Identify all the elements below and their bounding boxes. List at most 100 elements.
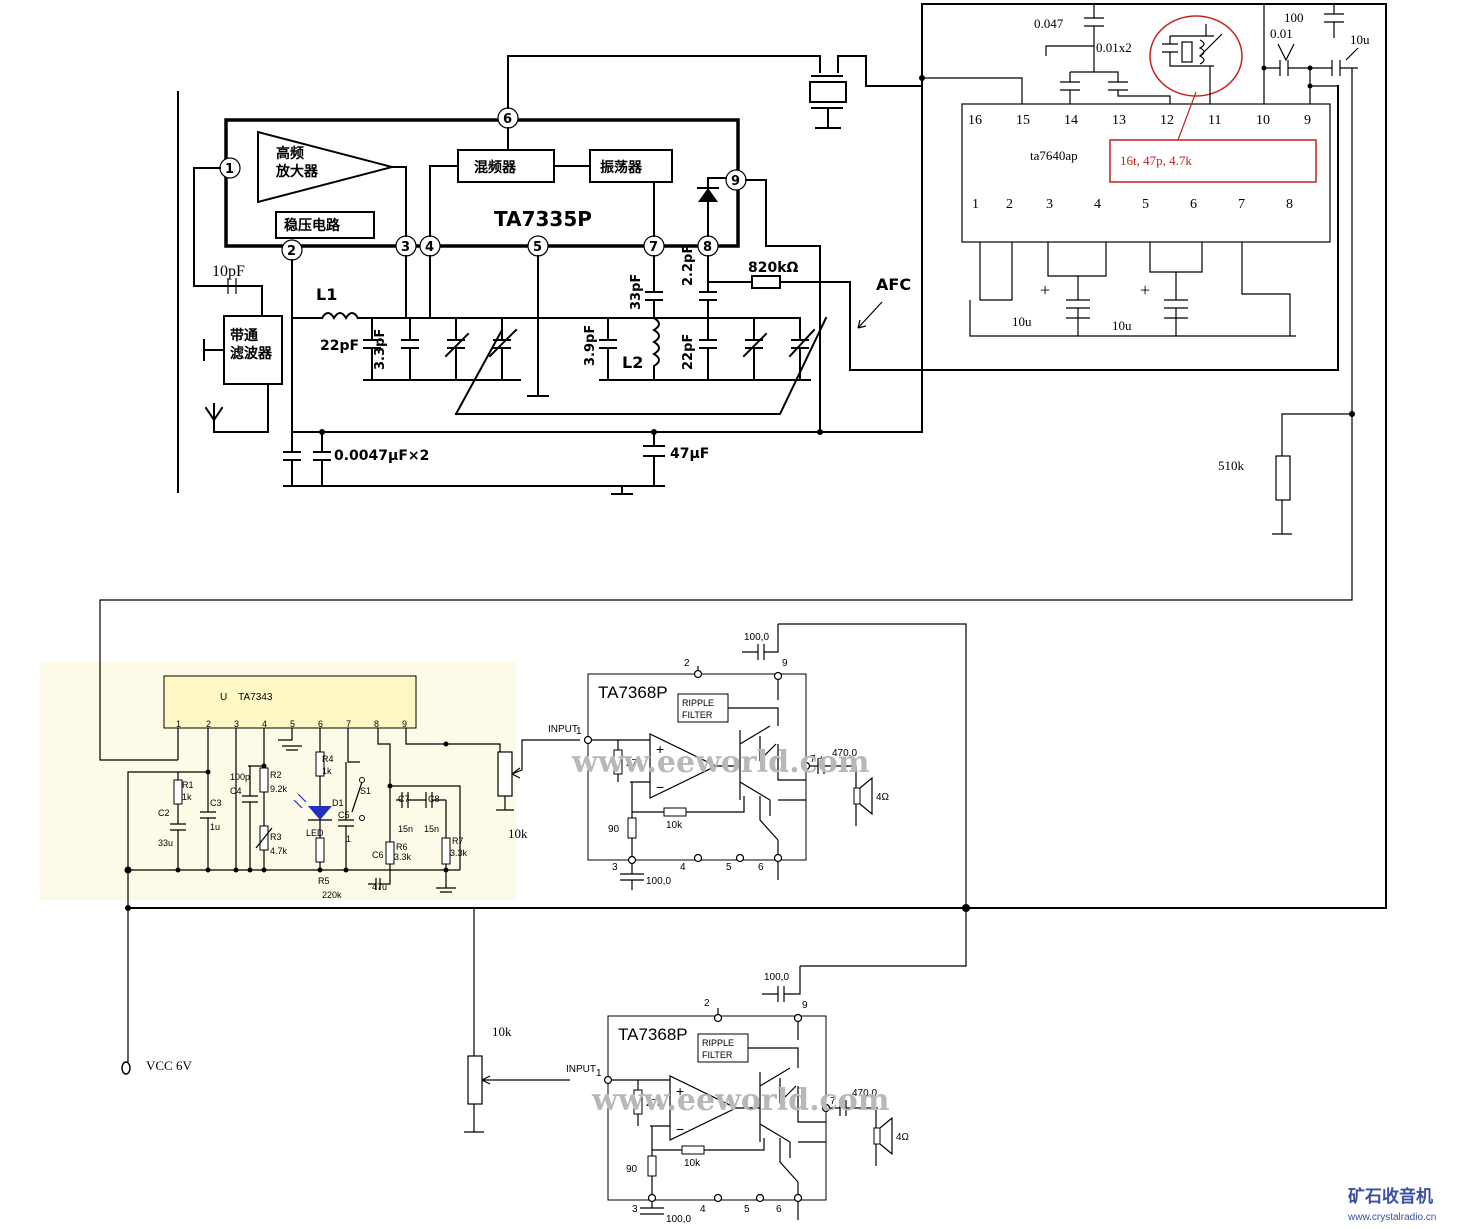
c-001-label: 0.01	[1270, 26, 1293, 41]
amp-1-speaker-icon	[855, 766, 873, 826]
amp-2-pin-6: 6	[776, 1204, 782, 1215]
stereo-pin-7: 7	[346, 719, 351, 729]
amp-2-spk: 4Ω	[896, 1132, 910, 1143]
stereo-pin-3: 3	[234, 719, 239, 729]
led-label: LED	[306, 828, 324, 838]
if-pin-2: 2	[1006, 197, 1013, 212]
c4-label: C4	[230, 786, 242, 796]
stereo-pin-8: 8	[374, 719, 379, 729]
amp-1-ripple-l1: RIPPLE	[682, 698, 714, 708]
amp-1-input: INPUT	[548, 724, 578, 735]
ceramic-filter-icon	[809, 81, 847, 103]
c-in-label: 10pF	[212, 263, 245, 280]
c-47u-label: 47μF	[670, 446, 709, 462]
vcc-terminal: VCC 6V	[121, 905, 192, 1075]
ta7335p-title: TA7335P	[494, 207, 592, 231]
stereo-pin-4: 4	[262, 719, 267, 729]
amp-2-p7-plus: 7 +	[830, 1096, 844, 1107]
site-logo: 矿石收音机 www.crystalradio.cn	[1347, 1186, 1436, 1223]
amp-1-r10k: 10k	[666, 820, 683, 831]
amp-1-c-top: 100,0	[744, 632, 769, 643]
r1-val: 1k	[182, 792, 192, 802]
vcc-label: VCC 6V	[146, 1058, 192, 1073]
tuner-pin-3: 3	[401, 240, 410, 255]
amp-1-r90: 90	[608, 824, 620, 835]
tuner-pin-5: 5	[533, 240, 542, 255]
if-pin-3: 3	[1046, 197, 1053, 212]
c-10u-a-label: 10u	[1012, 314, 1032, 329]
c-047-label: 0.047	[1034, 16, 1064, 31]
tuner-section: 高频放大器 稳压电路 混频器 振荡器 TA7335P 1 2 3 4 5 6 7…	[127, 3, 1387, 909]
ta7343-title: U TA7343	[220, 692, 273, 703]
c3-label: C3	[210, 798, 222, 808]
if-pin-7: 7	[1238, 197, 1245, 212]
r5-label: R5	[318, 876, 330, 886]
amp-2-minus: −	[676, 1121, 684, 1137]
c8-label: C8	[428, 794, 440, 804]
volume-pot-2: 10k	[464, 908, 570, 1133]
c-22pf-label: 22pF	[320, 338, 359, 354]
amp-1-title: TA7368P	[598, 683, 668, 702]
ta7343-body	[163, 675, 417, 729]
l2-label: L2	[622, 353, 643, 372]
decoupling-label: 0.0047μF×2	[334, 448, 429, 464]
if-pin-5: 5	[1142, 197, 1149, 212]
c-100-label: 100	[1284, 10, 1304, 25]
r3-val: 4.7k	[270, 846, 288, 856]
amp-2-r27k: 27k	[646, 1098, 663, 1109]
c-33pf-label: 33pF	[629, 274, 644, 310]
r2-val: 9.2k	[270, 784, 288, 794]
c2-val: 33u	[158, 838, 173, 848]
amp-2-pin-9: 9	[802, 1000, 808, 1011]
stereo-pin-9: 9	[402, 719, 407, 729]
tuner-pin-4: 4	[425, 240, 434, 255]
amp-2: TA7368P RIPPLE FILTER + − 27k 90 10k 7 +…	[566, 966, 910, 1225]
rf-amp-triangle	[257, 130, 396, 204]
amp-1-pin-2: 2	[684, 658, 690, 669]
r4-label: R4	[322, 754, 334, 764]
c-10u-b-label: 10u	[1112, 318, 1132, 333]
ta7640ap-title: ta7640ap	[1030, 148, 1078, 163]
amp-1-p7-plus: 7 +	[810, 754, 824, 765]
stereo-pin-1: 1	[176, 719, 181, 729]
l2-coil-icon	[652, 316, 660, 381]
r7-val: 3.3k	[450, 848, 468, 858]
ta7335p-body	[224, 118, 740, 248]
afc-arrow-icon	[857, 301, 883, 329]
tuner-pin-8: 8	[703, 240, 712, 255]
amp-1-pin-9: 9	[782, 658, 788, 669]
stereo-pins: 1 2 3 4 5 6 7 8 9	[176, 719, 407, 729]
if-top-pins: 16 15 14 13 12 11 10 9	[968, 113, 1311, 128]
if-pin-4: 4	[1094, 197, 1101, 212]
r4-val: 1k	[322, 766, 332, 776]
amp-2-r90: 90	[626, 1164, 638, 1175]
mixer-label: 混频器	[474, 159, 517, 176]
amp-2-speaker-icon	[875, 1108, 893, 1166]
l1-label: L1	[316, 285, 337, 304]
tuner-pin-9: 9	[731, 174, 740, 189]
r6-val: 3.3k	[394, 852, 412, 862]
regulator-block	[275, 211, 375, 239]
varicap-diode-icon	[698, 188, 718, 202]
c3-val: 1u	[210, 822, 220, 832]
pot-1-label: 10k	[508, 826, 528, 841]
amp-1: TA7368P RIPPLE FILTER + − 27k 90 10k 7 +…	[548, 624, 890, 890]
rf-amp-label: 高频放大器	[275, 145, 319, 180]
amp-1-pin-6: 6	[758, 862, 764, 873]
amp-1-pin-3: 3	[612, 862, 618, 873]
if-pin-6: 6	[1190, 197, 1197, 212]
c-10u-top-label: 10u	[1350, 32, 1370, 47]
stereo-pin-6: 6	[318, 719, 323, 729]
s1-label: S1	[360, 786, 371, 796]
amp-2-c-top: 100,0	[764, 972, 789, 983]
bandpass-label: 带通滤波器	[230, 328, 273, 362]
if-pin-1: 1	[972, 197, 979, 212]
c2-label: C2	[158, 808, 170, 818]
oscillator-block	[589, 149, 673, 183]
if-pin-10: 10	[1256, 113, 1270, 128]
oscillator-label: 振荡器	[600, 159, 643, 176]
amp-1-plus: +	[656, 741, 664, 757]
c7-val: 15n	[398, 824, 413, 834]
amp-2-pin-3: 3	[632, 1204, 638, 1215]
c-22pf-b-label: 22pF	[681, 334, 696, 370]
